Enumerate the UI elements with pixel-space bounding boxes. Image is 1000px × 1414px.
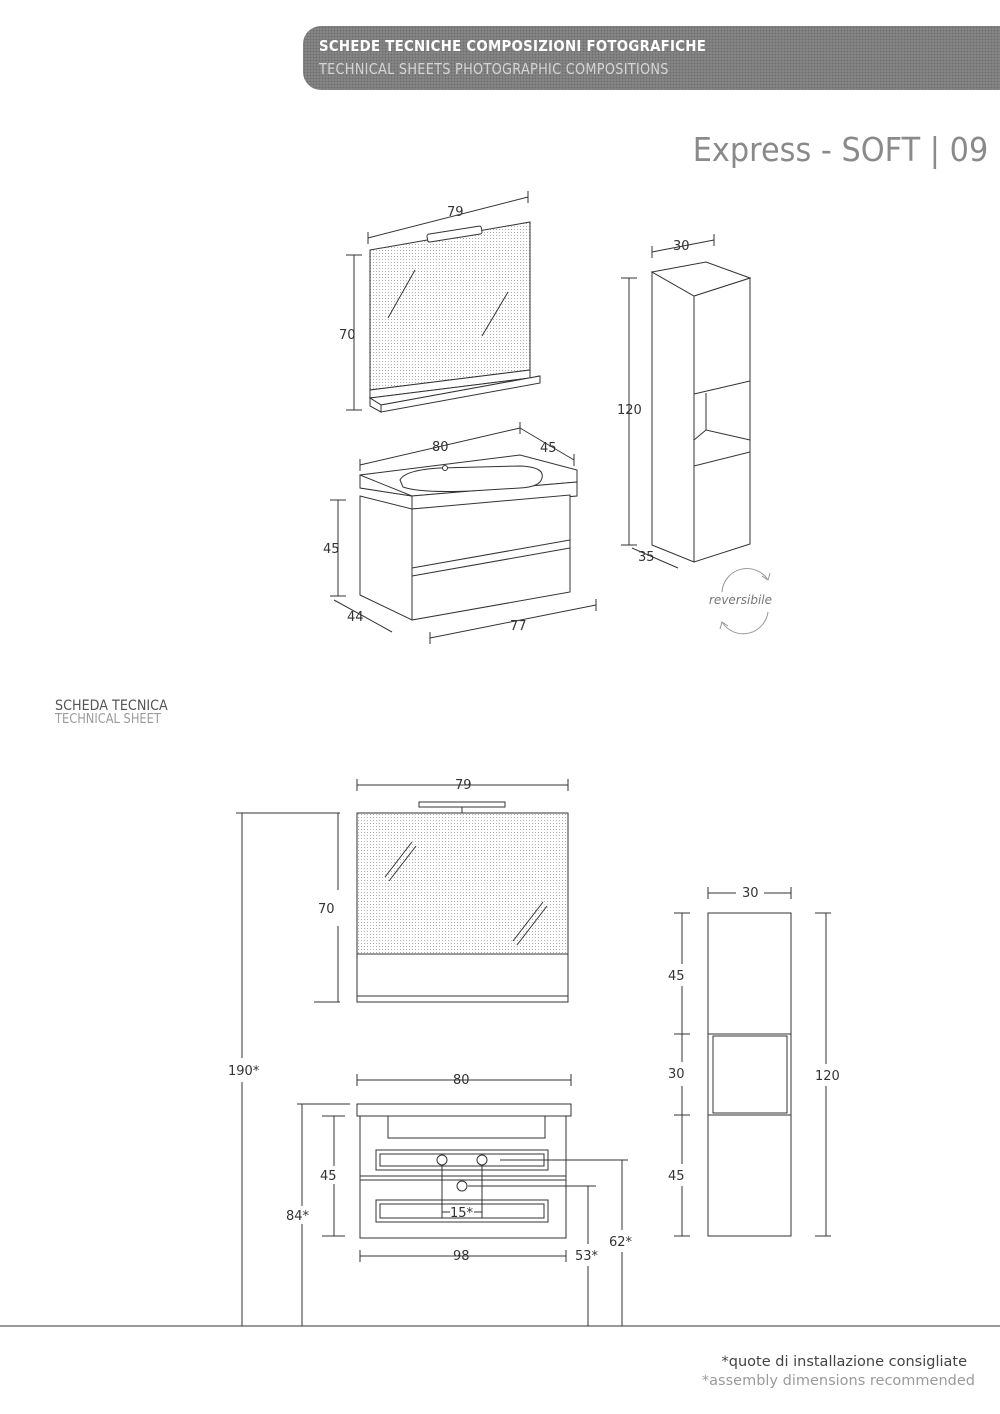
- front-mirror: [356, 801, 569, 1003]
- front-column-mid-label: 30: [668, 1067, 685, 1082]
- persp-mirror-height-label: 70: [339, 328, 356, 343]
- front-vanity-dims: [297, 1074, 628, 1326]
- persp-mirror-width-label: 79: [447, 205, 464, 220]
- reversible-icon: [719, 568, 771, 635]
- persp-column-width-label: 30: [673, 239, 690, 254]
- persp-column-height-label: 120: [617, 403, 642, 418]
- front-cabinet-height-label: 45: [320, 1169, 337, 1184]
- perspective-mirror-dims: [346, 191, 529, 411]
- front-column-bottom-label: 45: [668, 1169, 685, 1184]
- perspective-column-dims: [621, 234, 715, 569]
- front-basin-width-label: 80: [453, 1073, 470, 1088]
- front-column-total-label: 120: [815, 1069, 840, 1084]
- technical-sheet-label-en: TECHNICAL SHEET: [55, 712, 161, 727]
- persp-cabinet-depth-label: 44: [347, 610, 364, 625]
- persp-vanity-width-label: 80: [432, 440, 449, 455]
- front-dim-53-label: 53*: [575, 1249, 599, 1264]
- front-column-top-label: 45: [668, 969, 685, 984]
- footer-note-en: *assembly dimensions recommended: [701, 1373, 975, 1389]
- persp-column-depth-label: 35: [638, 550, 655, 565]
- front-install-height-label: 84*: [286, 1209, 310, 1224]
- persp-cabinet-width-label: 77: [510, 619, 527, 634]
- perspective-column: [650, 261, 752, 563]
- front-vanity: [356, 1103, 572, 1239]
- header-banner: SCHEDE TECNICHE COMPOSIZIONI FOTOGRAFICH…: [303, 26, 1000, 90]
- reversible-label: reversibile: [709, 593, 772, 607]
- banner-title-it: SCHEDE TECNICHE COMPOSIZIONI FOTOGRAFICH…: [319, 37, 707, 55]
- persp-vanity-depth-label: 45: [540, 441, 557, 456]
- perspective-vanity-dims: [330, 422, 597, 644]
- footer-note-it: *quote di installazione consigliate: [721, 1354, 967, 1370]
- front-mirror-dims: [236, 779, 569, 1326]
- front-column: [707, 912, 792, 1237]
- front-dim-62-label: 62*: [609, 1235, 633, 1250]
- front-column-dims: [674, 887, 831, 1237]
- front-handle-spacing-label: 15*: [450, 1206, 474, 1221]
- front-total-height-label: 190*: [228, 1064, 260, 1079]
- front-overall-width-label: 98: [453, 1249, 470, 1264]
- front-mirror-width-label: 79: [455, 778, 472, 793]
- persp-cabinet-height-label: 45: [323, 542, 340, 557]
- perspective-mirror: [368, 221, 541, 413]
- perspective-vanity: [359, 454, 578, 621]
- front-column-width-label: 30: [742, 886, 759, 901]
- product-title: Express - SOFT | 09: [692, 130, 988, 169]
- technical-sheet-label-it: SCHEDA TECNICA: [55, 698, 168, 714]
- front-mirror-height-label: 70: [318, 902, 335, 917]
- banner-title-en: TECHNICAL SHEETS PHOTOGRAPHIC COMPOSITIO…: [319, 60, 669, 78]
